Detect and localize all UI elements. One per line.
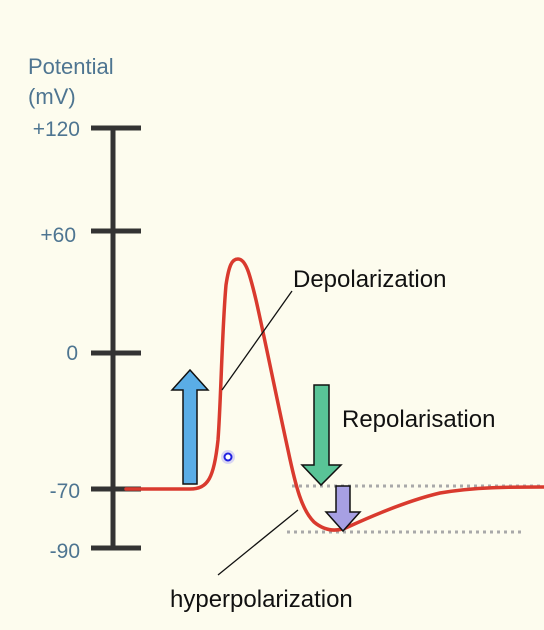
action-potential-curve bbox=[124, 257, 544, 532]
small-down-arrow-icon bbox=[324, 485, 362, 533]
depolarization-leader-line bbox=[221, 290, 293, 391]
down-arrow-icon bbox=[300, 384, 343, 487]
axis-title-line2: (mV) bbox=[28, 84, 76, 109]
tick-label: -90 bbox=[50, 540, 80, 563]
tick-label: 0 bbox=[66, 342, 78, 365]
hyperpolarization-label: hyperpolarization bbox=[170, 586, 353, 613]
repolarisation-label: Repolarisation bbox=[342, 406, 495, 433]
hyperpolarization-leader-line bbox=[217, 509, 299, 576]
axis-title-line1: Potential bbox=[28, 54, 114, 79]
tick-label: +60 bbox=[40, 224, 76, 247]
cursor-dot-icon bbox=[221, 450, 235, 464]
potential-axis bbox=[91, 125, 141, 551]
up-arrow-icon bbox=[170, 368, 210, 485]
tick-label: +120 bbox=[33, 118, 80, 141]
tick-label: -70 bbox=[50, 480, 80, 503]
depolarization-label: Depolarization bbox=[293, 266, 446, 293]
